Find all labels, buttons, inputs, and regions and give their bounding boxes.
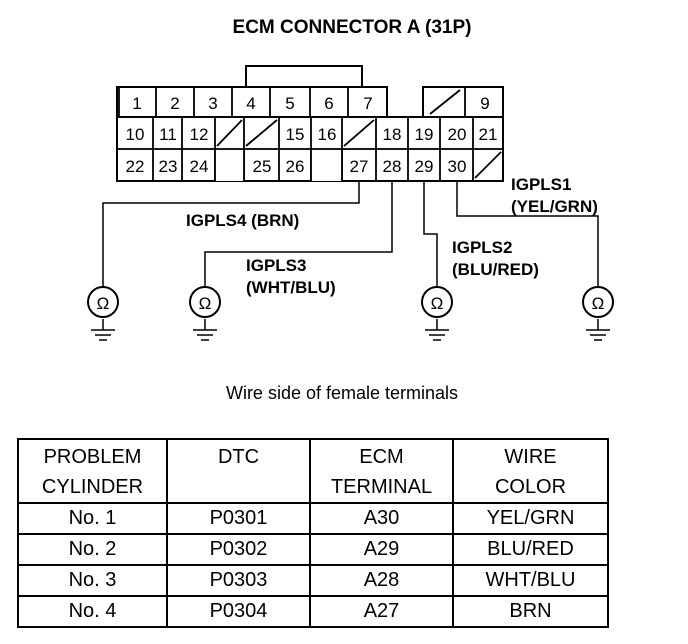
wire-igpls1 xyxy=(456,181,599,288)
pin-label: 23 xyxy=(159,157,178,176)
cell-cylinder: No. 4 xyxy=(17,595,168,628)
cell-terminal: A27 xyxy=(309,595,454,628)
cell-wire-color: BLU/RED xyxy=(452,533,609,566)
dtc-table-container: PROBLEM CYLINDER DTC ECM TERMINAL WIRE C… xyxy=(17,438,609,628)
wire-igpls3 xyxy=(204,181,393,288)
dtc-table: PROBLEM CYLINDER DTC ECM TERMINAL WIRE C… xyxy=(17,438,609,628)
pin-label: 18 xyxy=(383,125,402,144)
ohm-symbol: Ω xyxy=(97,294,110,313)
header-line: ECM xyxy=(359,446,404,468)
pin-label: 10 xyxy=(126,125,145,144)
ohmmeter-icon: Ω xyxy=(421,286,453,341)
pin-label: 24 xyxy=(190,157,209,176)
cell-dtc: P0302 xyxy=(166,533,311,566)
pin-label: 27 xyxy=(350,157,369,176)
connector-diagram: ECM CONNECTOR A (31P) xyxy=(87,17,614,403)
pin-label: 22 xyxy=(126,157,145,176)
pin-label: 5 xyxy=(285,94,294,113)
cell-terminal: A28 xyxy=(309,564,454,597)
pin-labels-row-1: 1 2 3 4 5 6 7 9 xyxy=(132,94,489,113)
header-ecm-terminal: ECM TERMINAL xyxy=(309,438,454,504)
pin-label: 29 xyxy=(415,157,434,176)
ohmmeter-icon: Ω xyxy=(189,286,221,341)
wire-color-igpls1: (YEL/GRN) xyxy=(511,197,598,216)
table-row: No. 4 P0304 A27 BRN xyxy=(17,595,609,628)
cell-dtc: P0304 xyxy=(166,595,311,628)
wire-igpls2 xyxy=(423,181,438,288)
cell-wire-color: BRN xyxy=(452,595,609,628)
ohmmeter-icon: Ω xyxy=(582,286,614,341)
table-header-row: PROBLEM CYLINDER DTC ECM TERMINAL WIRE C… xyxy=(17,438,609,504)
table-row: No. 1 P0301 A30 YEL/GRN xyxy=(17,502,609,535)
cell-wire-color: WHT/BLU xyxy=(452,564,609,597)
header-line: COLOR xyxy=(494,476,567,498)
pin-label: 15 xyxy=(286,125,305,144)
cell-cylinder: No. 1 xyxy=(17,502,168,535)
cell-cylinder: No. 2 xyxy=(17,533,168,566)
pin-label: 26 xyxy=(286,157,305,176)
pin-label: 19 xyxy=(415,125,434,144)
header-line: CYLINDER xyxy=(41,476,144,498)
wire-label-igpls3: IGPLS3 xyxy=(246,256,306,275)
header-line: TERMINAL xyxy=(330,476,433,498)
wire-label-igpls2: IGPLS2 xyxy=(452,238,512,257)
pin-label: 20 xyxy=(448,125,467,144)
pin-label: 2 xyxy=(170,94,179,113)
connector-lock-tab xyxy=(245,65,363,87)
ohm-symbol: Ω xyxy=(431,294,444,313)
pin-label: 30 xyxy=(448,157,467,176)
pin-label: 21 xyxy=(479,125,498,144)
pin-label: 11 xyxy=(159,125,177,144)
cell-dtc: P0303 xyxy=(166,564,311,597)
pin-label: 16 xyxy=(318,125,337,144)
cell-terminal: A30 xyxy=(309,502,454,535)
header-dtc: DTC xyxy=(166,438,311,504)
pin-label: 7 xyxy=(363,94,372,113)
cell-wire-color: YEL/GRN xyxy=(452,502,609,535)
diagram-caption: Wire side of female terminals xyxy=(226,383,458,403)
table-row: No. 3 P0303 A28 WHT/BLU xyxy=(17,564,609,597)
ohm-symbol: Ω xyxy=(199,294,212,313)
pin-label: 4 xyxy=(246,94,255,113)
header-line: DTC xyxy=(217,446,260,468)
header-wire-color: WIRE COLOR xyxy=(452,438,609,504)
pin-label: 6 xyxy=(324,94,333,113)
pin-label: 25 xyxy=(253,157,272,176)
pin-label: 9 xyxy=(480,94,489,113)
wires xyxy=(102,181,599,288)
pin-label: 12 xyxy=(190,125,209,144)
wire-color-igpls3: (WHT/BLU) xyxy=(246,278,336,297)
cell-terminal: A29 xyxy=(309,533,454,566)
pin-label: 3 xyxy=(208,94,217,113)
pin-label: 1 xyxy=(132,94,141,113)
wire-label-igpls4: IGPLS4 (BRN) xyxy=(186,211,299,230)
pin-label: 28 xyxy=(383,157,402,176)
table-row: No. 2 P0302 A29 BLU/RED xyxy=(17,533,609,566)
pin-labels-row-3: 22 23 24 25 26 27 28 29 30 xyxy=(126,157,467,176)
connector-row-3 xyxy=(117,149,503,182)
wire-igpls4 xyxy=(102,181,360,288)
connector-row-2 xyxy=(116,116,504,150)
wire-label-igpls1: IGPLS1 xyxy=(511,175,571,194)
cell-dtc: P0301 xyxy=(166,502,311,535)
header-line: WIRE xyxy=(504,446,557,468)
ohm-symbol: Ω xyxy=(592,294,605,313)
wire-color-igpls2: (BLU/RED) xyxy=(452,260,539,279)
pin-labels-row-2: 10 11 12 15 16 18 19 20 21 xyxy=(126,125,498,144)
header-problem-cylinder: PROBLEM CYLINDER xyxy=(17,438,168,504)
diagram-title: ECM CONNECTOR A (31P) xyxy=(233,17,472,38)
ohmmeter-icon: Ω xyxy=(87,286,119,341)
header-line: PROBLEM xyxy=(43,446,142,468)
cell-cylinder: No. 3 xyxy=(17,564,168,597)
